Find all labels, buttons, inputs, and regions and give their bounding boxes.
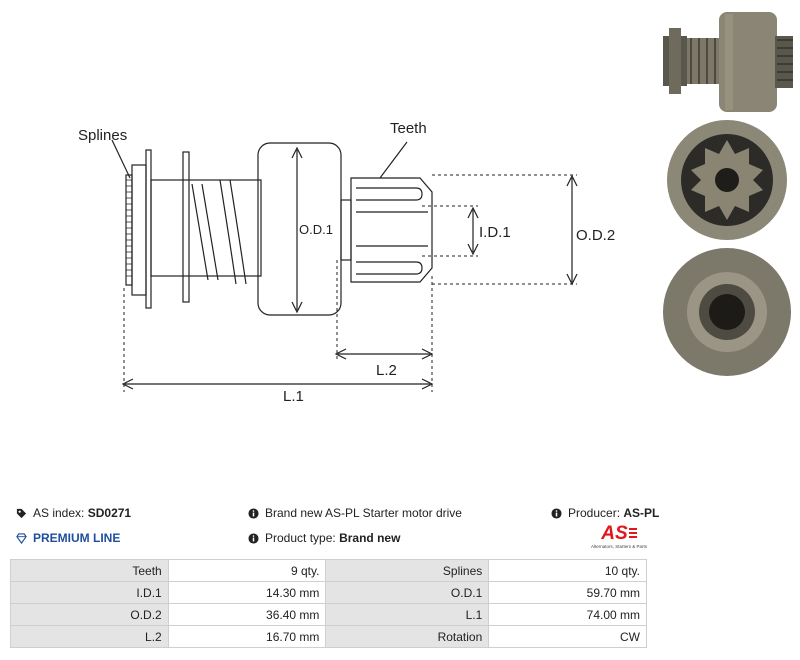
table-row: I.D.1 14.30 mm O.D.1 59.70 mm	[10, 581, 647, 604]
description-row: Brand new AS-PL Starter motor drive	[248, 506, 462, 520]
diamond-icon	[16, 532, 27, 544]
product-photo-front	[667, 120, 787, 240]
logo-text: AS	[601, 523, 628, 544]
spec-key: Splines	[325, 559, 490, 582]
id1-label: I.D.1	[479, 224, 511, 241]
od2-label: O.D.2	[576, 227, 615, 244]
premium-line-text: PREMIUM LINE	[33, 531, 121, 545]
table-row: O.D.2 36.40 mm L.1 74.00 mm	[10, 603, 647, 626]
starter-drive-diagram: Splines Teeth O.D.1 I.D.1 O.D.2 L.2 L.1	[78, 120, 615, 405]
info-icon	[248, 532, 259, 544]
spec-value: 74.00 mm	[488, 603, 647, 626]
product-type-row: Product type: Brand new	[248, 531, 400, 545]
spec-value: 16.70 mm	[167, 625, 327, 648]
spec-value: 36.40 mm	[167, 603, 327, 626]
producer-label: Producer:	[568, 506, 621, 520]
as-index-label: AS index:	[33, 506, 85, 520]
spec-key: Teeth	[10, 559, 169, 582]
table-row: Teeth 9 qty. Splines 10 qty.	[10, 559, 647, 582]
tag-icon	[16, 508, 27, 518]
spec-key: O.D.2	[10, 603, 169, 626]
as-pl-logo: AS Alternators, Starters & Parts	[588, 524, 650, 550]
specs-table: Teeth 9 qty. Splines 10 qty. I.D.1 14.30…	[10, 559, 647, 648]
spec-value: 59.70 mm	[488, 581, 647, 604]
splines-label: Splines	[78, 127, 127, 144]
l1-label: L.1	[283, 388, 304, 405]
producer-row: Producer: AS-PL	[551, 506, 659, 520]
spec-key: I.D.1	[10, 581, 169, 604]
od1-label: O.D.1	[299, 222, 333, 237]
spec-key: O.D.1	[325, 581, 490, 604]
spec-value: CW	[488, 625, 647, 648]
l2-label: L.2	[376, 362, 397, 379]
as-index-row: AS index: SD0271	[16, 506, 131, 520]
spec-key: L.2	[10, 625, 169, 648]
spec-value: 10 qty.	[488, 559, 647, 582]
product-type-label: Product type:	[265, 531, 336, 545]
product-type-value: Brand new	[339, 531, 401, 545]
spec-key: Rotation	[325, 625, 490, 648]
info-icon	[551, 507, 562, 519]
as-index-value: SD0271	[87, 506, 132, 520]
description-text: Brand new AS-PL Starter motor drive	[265, 506, 462, 520]
premium-line-badge: PREMIUM LINE	[16, 531, 120, 545]
teeth-label: Teeth	[390, 120, 427, 137]
product-photo-side	[663, 12, 793, 112]
producer-value: AS-PL	[623, 506, 660, 520]
table-row: L.2 16.70 mm Rotation CW	[10, 625, 647, 648]
spec-value: 9 qty.	[167, 559, 327, 582]
product-photo-back	[663, 248, 791, 376]
spec-value: 14.30 mm	[167, 581, 327, 604]
logo-tagline: Alternators, Starters & Parts	[590, 544, 648, 549]
spec-key: L.1	[325, 603, 490, 626]
info-icon	[248, 507, 259, 519]
